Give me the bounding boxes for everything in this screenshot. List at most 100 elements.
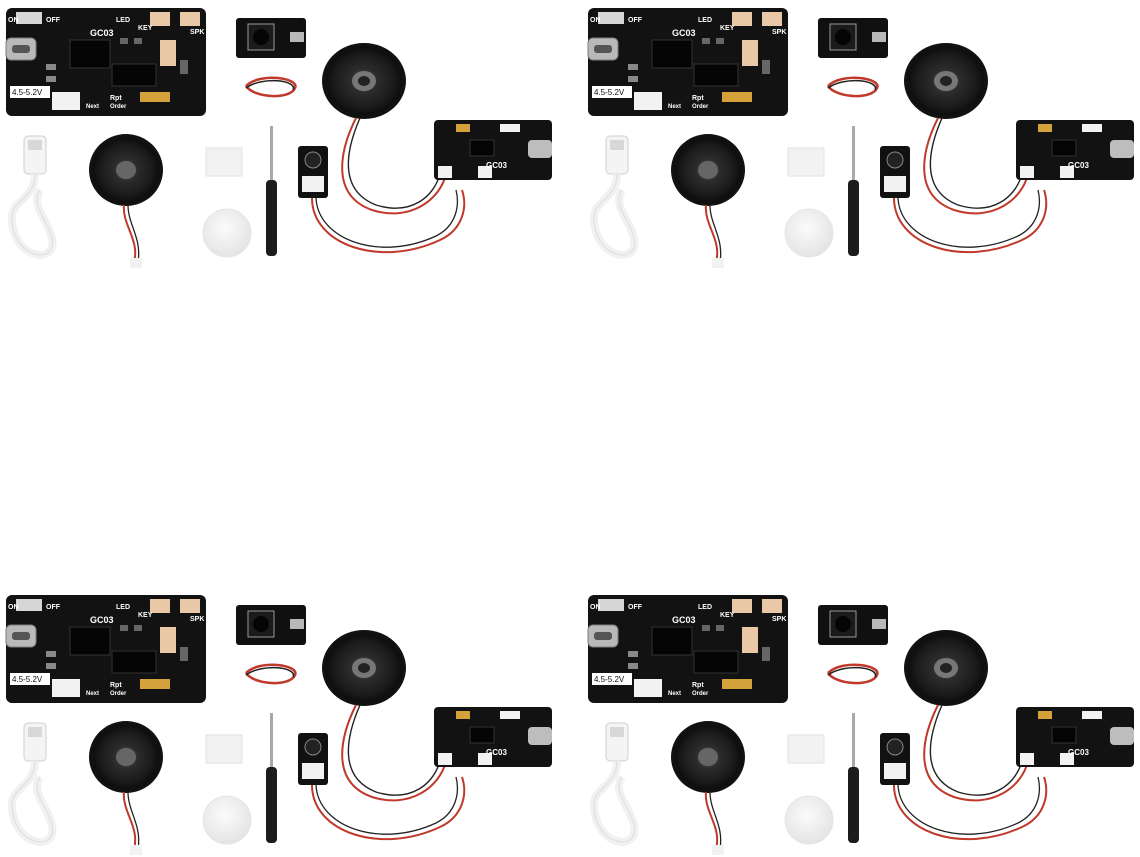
button-module-2 [880,733,910,785]
sound-module-kit: GC03 4.5-5.2V ON OFF LED KEY SPK Rpt Ord… [5,8,552,268]
short-wire [826,76,879,98]
usb-cable [7,722,57,846]
spk-label: SPK [772,29,786,36]
speaker-large [904,630,988,706]
key-label: KEY [138,612,153,619]
next-label: Next [668,691,681,697]
speaker-small [671,134,745,268]
small-board-label: GC03 [486,748,507,757]
button-module-2 [298,733,328,785]
kit-tile-bottom-left: GC03 4.5-5.2V ON OFF LED KEY SPK Rpt Ord… [0,587,560,857]
usb-cable [7,135,57,259]
spk-label: SPK [190,616,204,623]
led-label: LED [698,604,712,611]
button-module [818,605,888,645]
small-board: GC03 [434,120,552,180]
main-board: GC03 4.5-5.2V ON OFF LED KEY SPK Rpt Ord… [5,8,206,116]
order-label: Order [692,691,709,697]
main-board: GC03 4.5-5.2V ON OFF LED KEY SPK Rpt Ord… [587,595,788,703]
speaker-wire-black [347,704,441,796]
voltage-label: 4.5-5.2V [12,675,43,684]
voltage-label: 4.5-5.2V [594,675,625,684]
switch-on-label: ON [590,17,601,24]
screwdriver [848,126,859,256]
switch-off-label: OFF [628,604,643,611]
small-board-label: GC03 [1068,748,1089,757]
adhesive-pad-square [787,734,825,764]
adhesive-pad-square [787,147,825,177]
order-label: Order [692,104,709,110]
led-label: LED [698,17,712,24]
order-label: Order [110,104,127,110]
chip-label: GC03 [672,28,696,38]
small-board-label: GC03 [486,161,507,170]
speaker-wire-black [929,117,1023,209]
button-wire-black [897,189,1041,248]
main-board: GC03 4.5-5.2V ON OFF LED KEY SPK Rpt Ord… [587,8,788,116]
voltage-label: 4.5-5.2V [12,88,43,97]
next-label: Next [86,104,99,110]
screwdriver [266,713,277,843]
sound-module-kit: GC03 4.5-5.2V ON OFF LED KEY SPK Rpt Ord… [5,595,552,855]
small-board: GC03 [1016,707,1134,767]
rpt-label: Rpt [692,682,704,689]
speaker-large [904,43,988,119]
screwdriver [266,126,277,256]
button-module-2 [880,146,910,198]
key-label: KEY [720,25,735,32]
speaker-large [322,43,406,119]
speaker-wire-red [341,704,447,802]
speaker-wire-red [341,117,447,215]
speaker-small [89,134,163,268]
rpt-label: Rpt [110,682,122,689]
next-label: Next [668,104,681,110]
adhesive-pad-square [205,147,243,177]
button-wire-red [893,776,1048,841]
adhesive-pad-round [202,795,252,845]
adhesive-pad-round [784,795,834,845]
switch-off-label: OFF [46,604,61,611]
button-wire-black [315,776,459,835]
speaker-small [89,721,163,855]
switch-off-label: OFF [46,17,61,24]
button-module [236,18,306,58]
usb-cable [589,722,639,846]
usb-cable [589,135,639,259]
switch-on-label: ON [8,604,19,611]
chip-label: GC03 [672,615,696,625]
small-board: GC03 [1016,120,1134,180]
sound-module-kit: GC03 4.5-5.2V ON OFF LED KEY SPK Rpt Ord… [587,8,1134,268]
speaker-wire-red [923,704,1029,802]
kit-tile-top-left: GC03 4.5-5.2V ON OFF LED KEY SPK Rpt Ord… [0,0,560,270]
spk-label: SPK [190,29,204,36]
short-wire [826,663,879,685]
screwdriver [848,713,859,843]
led-label: LED [116,17,130,24]
button-wire-black [315,189,459,248]
key-label: KEY [138,25,153,32]
button-wire-black [897,776,1041,835]
speaker-small [671,721,745,855]
chip-label: GC03 [90,615,114,625]
button-module [236,605,306,645]
adhesive-pad-round [202,208,252,258]
sound-module-kit: GC03 4.5-5.2V ON OFF LED KEY SPK Rpt Ord… [587,595,1134,855]
kit-tile-top-right: GC03 4.5-5.2V ON OFF LED KEY SPK Rpt Ord… [582,0,1140,270]
speaker-large [322,630,406,706]
key-label: KEY [720,612,735,619]
speaker-wire-black [929,704,1023,796]
button-module [818,18,888,58]
rpt-label: Rpt [692,95,704,102]
speaker-wire-black [347,117,441,209]
short-wire [244,76,297,98]
button-wire-red [311,776,466,841]
adhesive-pad-square [205,734,243,764]
voltage-label: 4.5-5.2V [594,88,625,97]
short-wire [244,663,297,685]
small-board: GC03 [434,707,552,767]
order-label: Order [110,691,127,697]
next-label: Next [86,691,99,697]
chip-label: GC03 [90,28,114,38]
switch-off-label: OFF [628,17,643,24]
button-wire-red [893,189,1048,254]
